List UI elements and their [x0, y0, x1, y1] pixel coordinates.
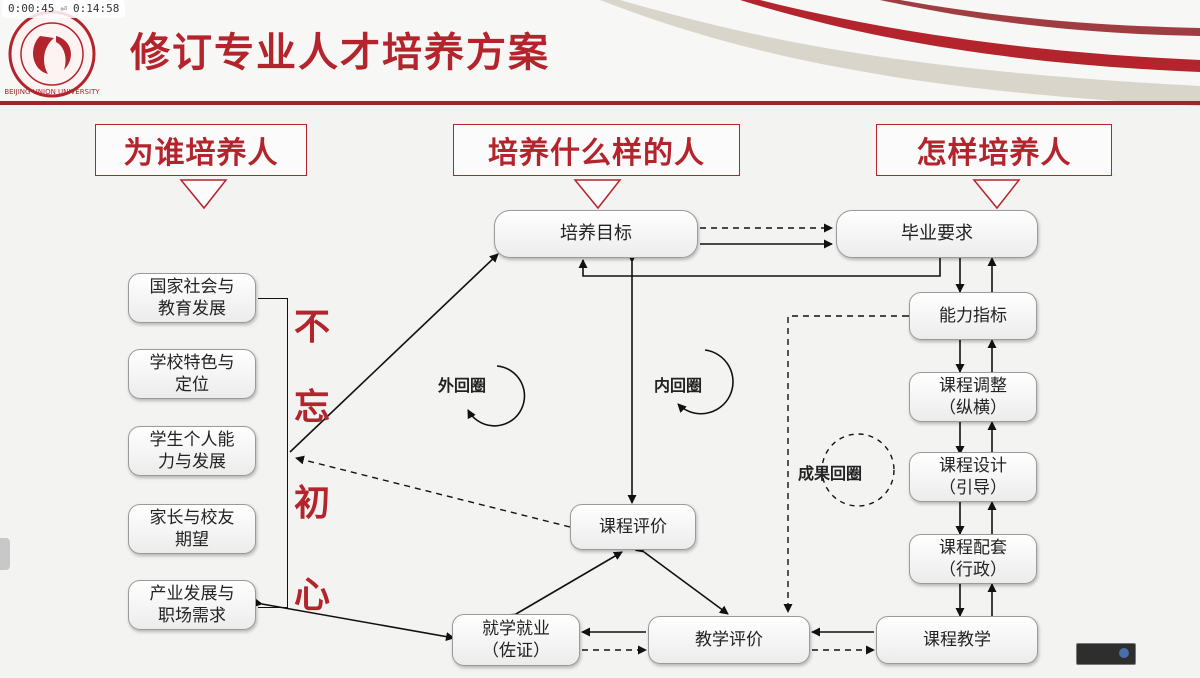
node-course-design: 课程设计 （引导）	[909, 452, 1037, 502]
label-inner-cycle: 内回圈	[654, 376, 703, 395]
motto-char-3: 初	[293, 483, 330, 524]
node-school-features: 学校特色与 定位	[128, 349, 256, 399]
motto-char-4: 心	[293, 575, 330, 616]
logo-text: BEIJING UNION UNIVERSITY	[4, 88, 100, 96]
arrow-requirement-back-goal	[578, 258, 941, 277]
inner-cycle-icon	[677, 349, 734, 415]
slide-header: BEIJING UNION UNIVERSITY 修订专业人才培养方案	[0, 0, 1200, 106]
section-what-kind: 培养什么样的人	[453, 124, 740, 176]
total-time: 0:14:58	[72, 2, 120, 15]
label-outcome-cycle: 成果回圈	[798, 464, 863, 483]
arrow-eval-to-bracket	[295, 455, 571, 528]
arrow-bracket-to-goal	[289, 253, 499, 453]
node-industry-needs: 产业发展与 职场需求	[128, 580, 256, 630]
header-swoosh-decoration	[600, 0, 1200, 106]
motto-char-1: 不	[293, 307, 330, 348]
left-edge-scroll-handle[interactable]	[0, 538, 10, 570]
node-national-society: 国家社会与 教育发展	[128, 273, 256, 323]
video-thumbnail[interactable]	[1076, 643, 1136, 665]
camera-icon	[1119, 648, 1129, 658]
left-bracket	[258, 298, 288, 608]
node-graduation-requirements: 毕业要求	[836, 210, 1038, 258]
arrow-employment-industry	[253, 598, 455, 642]
node-course-adjustment: 课程调整 （纵横）	[909, 372, 1037, 422]
node-parents-alumni: 家长与校友 期望	[128, 504, 256, 554]
chevron-down-icon	[573, 179, 622, 210]
chevron-down-icon	[972, 179, 1021, 210]
elapsed-time: 0:00:45	[8, 2, 55, 15]
node-course-evaluation: 课程评价	[570, 504, 696, 550]
header-divider	[0, 101, 1200, 105]
node-training-goal: 培养目标	[494, 210, 698, 258]
node-ability-indicators: 能力指标	[909, 292, 1037, 340]
node-employment-evidence: 就学就业 （佐证）	[452, 614, 580, 666]
time-separator-icon: ⏎	[60, 2, 67, 15]
node-course-support: 课程配套 （行政）	[909, 534, 1037, 584]
node-teaching-evaluation: 教学评价	[648, 616, 810, 664]
section-for-whom: 为谁培养人	[95, 124, 307, 176]
section-how: 怎样培养人	[876, 124, 1112, 176]
playback-time: 0:00:45 ⏎ 0:14:58	[2, 0, 126, 18]
node-course-teaching: 课程教学	[876, 616, 1038, 664]
university-logo: BEIJING UNION UNIVERSITY	[2, 8, 102, 100]
chevron-down-icon	[179, 179, 228, 210]
node-student-ability: 学生个人能 力与发展	[128, 426, 256, 476]
outer-cycle-icon	[467, 365, 526, 427]
label-outer-cycle: 外回圈	[438, 376, 487, 395]
outcome-cycle-icon	[821, 433, 895, 507]
motto-char-2: 忘	[293, 387, 330, 428]
slide-title: 修订专业人才培养方案	[130, 30, 550, 76]
